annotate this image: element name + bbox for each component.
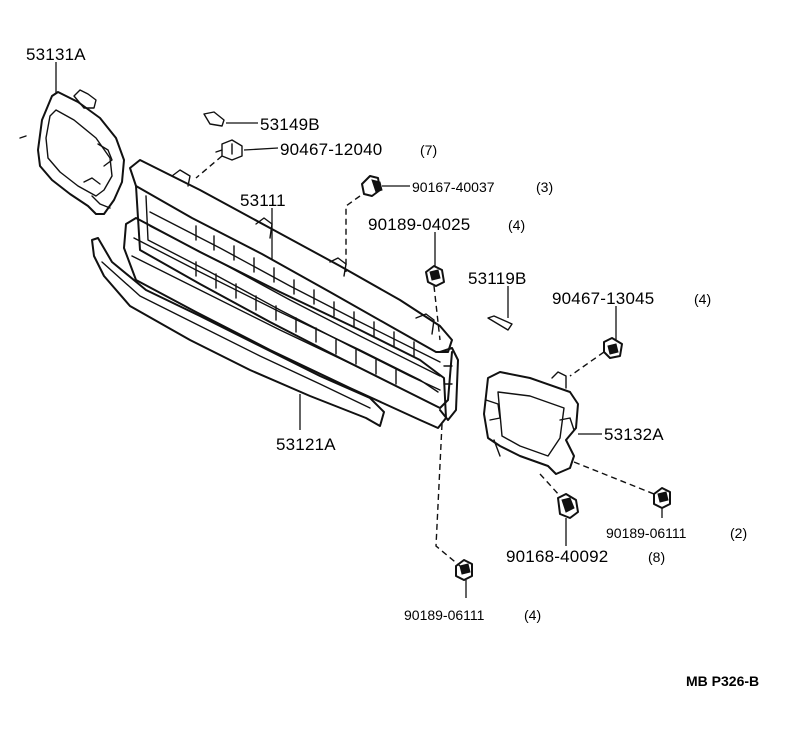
clip-90467-13045 — [603, 337, 623, 359]
label-90467-13045: 90467-13045 — [552, 289, 654, 308]
label-53111: 53111 — [240, 191, 286, 210]
nut-90189-06111-right — [653, 487, 671, 509]
nut-90189-04025 — [425, 265, 445, 287]
qty-90168-40092: (8) — [648, 549, 665, 565]
label-53119B: 53119B — [468, 269, 527, 288]
label-90467-12040: 90467-12040 — [280, 140, 382, 159]
label-53132A: 53132A — [604, 425, 664, 444]
screw-90167-40037 — [361, 175, 383, 197]
qty-90189-06111-bottom: (4) — [524, 607, 541, 623]
qty-90167-40037: (3) — [536, 179, 553, 195]
qty-90467-13045: (4) — [694, 291, 711, 307]
lower-grille-53121A — [123, 217, 447, 429]
qty-90189-04025: (4) — [508, 217, 525, 233]
clip-53119B — [487, 315, 513, 331]
molding-strip — [91, 237, 385, 427]
qty-90189-06111-right: (2) — [730, 525, 747, 541]
label-90168-40092: 90168-40092 — [506, 547, 608, 566]
label-90189-06111-bottom: 90189-06111 — [404, 607, 485, 623]
label-53131A: 53131A — [26, 45, 86, 64]
reference-code: MB P326-B — [686, 673, 759, 689]
left-bezel-53131A — [19, 89, 125, 215]
clip-53149B — [203, 111, 225, 127]
leader-lines — [55, 62, 663, 598]
label-53121A: 53121A — [276, 435, 336, 454]
nut-90189-06111-bottom — [455, 559, 473, 581]
label-90189-04025: 90189-04025 — [368, 215, 470, 234]
grille-53111 — [129, 159, 459, 421]
label-53149B: 53149B — [260, 115, 320, 134]
right-bezel-53132A — [483, 371, 579, 475]
label-90189-06111-right: 90189-06111 — [606, 525, 687, 541]
assembly-lines — [195, 155, 655, 567]
screw-90168-40092 — [557, 493, 579, 519]
qty-90467-12040: (7) — [420, 142, 437, 158]
label-90167-40037: 90167-40037 — [412, 179, 495, 195]
